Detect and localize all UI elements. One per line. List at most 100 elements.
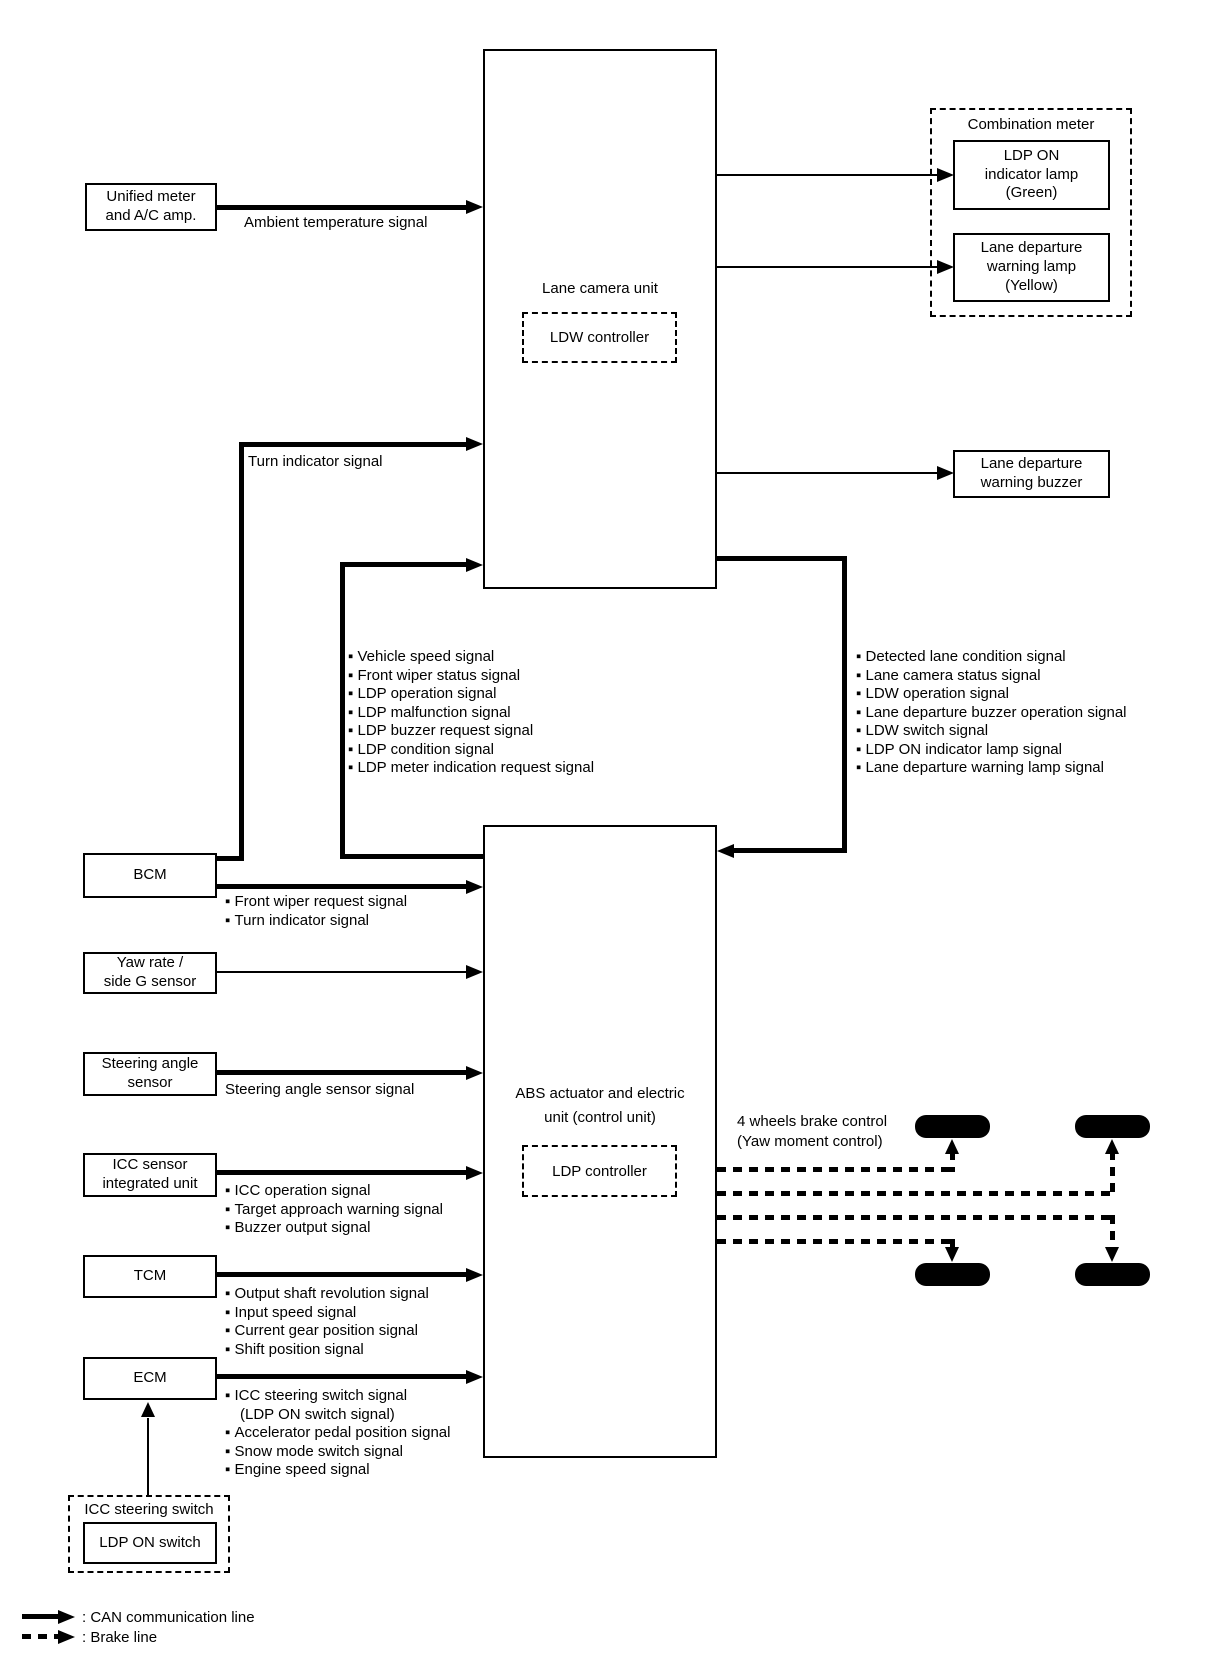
arrowhead-bcm	[466, 880, 483, 894]
can-line-steering	[217, 1070, 469, 1075]
arrowhead-wheel-front-right	[1105, 1139, 1119, 1154]
signal-item: LDP operation signal	[348, 685, 658, 704]
steering-angle-sensor-box: Steering angle sensor	[83, 1052, 217, 1096]
combination-meter-label: Combination meter	[967, 116, 1095, 133]
signal-item: Snow mode switch signal	[225, 1443, 495, 1462]
arrowhead-buzzer	[937, 466, 954, 480]
tcm-signal-list: Output shaft revolution signal Input spe…	[225, 1285, 485, 1359]
abs-actuator-box	[483, 825, 717, 1458]
abs-actuator-label: ABS actuator and electric unit (control …	[515, 1085, 685, 1126]
bcm-signal-list: Front wiper request signal Turn indicato…	[225, 893, 485, 930]
lane-camera-unit-label: Lane camera unit	[542, 280, 658, 297]
icc-steering-switch-label: ICC steering switch	[84, 1501, 214, 1518]
can-line-ecm	[217, 1374, 469, 1379]
legend-can-label: : CAN communication line	[82, 1609, 255, 1626]
bcm-box: BCM	[83, 853, 217, 898]
brake-line-1	[717, 1167, 955, 1172]
can-line-tcm	[217, 1272, 469, 1277]
signal-item: Input speed signal	[225, 1304, 485, 1323]
can-line-camera-to-abs-h	[717, 556, 847, 561]
signal-item: LDP meter indication request signal	[348, 759, 658, 778]
signal-item: ICC operation signal	[225, 1182, 485, 1201]
brake-line-3-v	[1110, 1215, 1115, 1248]
signal-item: LDP ON indicator lamp signal	[856, 741, 1186, 760]
can-line-ambient	[217, 205, 469, 210]
signal-item: LDP condition signal	[348, 741, 658, 760]
brake-line-2	[717, 1191, 1115, 1196]
can-line-camera-to-abs-h2	[734, 848, 847, 853]
can-line-turn-stub	[217, 856, 244, 861]
can-line-turn-vertical	[239, 442, 244, 861]
signal-item: Front wiper status signal	[348, 667, 658, 686]
legend-can-line	[22, 1614, 60, 1619]
wheel-front-left	[915, 1115, 990, 1138]
ldp-on-switch-box: LDP ON switch	[83, 1522, 217, 1564]
signal-item: Accelerator pedal position signal	[225, 1424, 495, 1443]
signal-item: Lane departure warning lamp signal	[856, 759, 1186, 778]
arrowhead-steering	[466, 1066, 483, 1080]
line-to-buzzer	[717, 472, 938, 474]
signal-item: Lane departure buzzer operation signal	[856, 704, 1186, 723]
can-line-turn-horizontal	[239, 442, 467, 447]
brake-line-1-v	[950, 1151, 955, 1172]
arrowhead-ecm	[466, 1370, 483, 1384]
signal-item: LDW operation signal	[856, 685, 1186, 704]
brake-line-3	[717, 1215, 1115, 1220]
yaw-rate-sensor-box: Yaw rate / side G sensor	[83, 952, 217, 994]
arrowhead-yaw-rate	[466, 965, 483, 979]
ambient-signal-label: Ambient temperature signal	[244, 214, 428, 231]
signal-item: Detected lane condition signal	[856, 648, 1186, 667]
legend-can-arrowhead	[58, 1610, 75, 1624]
ldp-on-indicator-lamp-box: LDP ON indicator lamp (Green)	[953, 140, 1110, 210]
ecm-signal-list: ICC steering switch signal (LDP ON switc…	[225, 1387, 495, 1480]
can-line-icc	[217, 1170, 469, 1175]
ldw-controller-box: LDW controller	[522, 312, 677, 363]
can-line-abs-to-camera-h2	[340, 854, 483, 859]
arrowhead-icc	[466, 1166, 483, 1180]
arrowhead-ambient	[466, 200, 483, 214]
line-to-ldp-on-lamp	[717, 174, 938, 176]
signal-item: Front wiper request signal	[225, 893, 485, 912]
signal-item: LDP buzzer request signal	[348, 722, 658, 741]
signal-item: Target approach warning signal	[225, 1201, 485, 1220]
arrowhead-wheel-rear-left	[945, 1247, 959, 1262]
wheel-rear-left	[915, 1263, 990, 1286]
signal-item: Lane camera status signal	[856, 667, 1186, 686]
steering-signal-label: Steering angle sensor signal	[225, 1081, 415, 1098]
tcm-box: TCM	[83, 1255, 217, 1298]
legend-brake-label: : Brake line	[82, 1629, 158, 1646]
ecm-box: ECM	[83, 1357, 217, 1400]
signal-item: ICC steering switch signal (LDP ON switc…	[225, 1387, 495, 1424]
signal-item: Current gear position signal	[225, 1322, 485, 1341]
brake-line-4	[717, 1239, 955, 1244]
wheels-brake-label: 4 wheels brake control (Yaw moment contr…	[737, 1113, 888, 1151]
lane-departure-warning-lamp-box: Lane departure warning lamp (Yellow)	[953, 233, 1110, 302]
brake-line-2-v	[1110, 1151, 1115, 1196]
line-to-warning-lamp	[717, 266, 938, 268]
arrowhead-camera-to-abs	[717, 844, 734, 858]
signal-item: Vehicle speed signal	[348, 648, 658, 667]
signal-item: Shift position signal	[225, 1341, 485, 1360]
line-ldp-on-switch	[147, 1418, 149, 1495]
line-yaw-rate	[217, 971, 469, 973]
signal-item: Turn indicator signal	[225, 912, 485, 931]
unified-meter-box: Unified meter and A/C amp.	[85, 183, 217, 231]
signal-item: Engine speed signal	[225, 1461, 495, 1480]
arrowhead-warning-lamp	[937, 260, 954, 274]
abs-to-camera-signal-list: Vehicle speed signal Front wiper status …	[348, 648, 658, 778]
signal-item: Output shaft revolution signal	[225, 1285, 485, 1304]
signal-item: LDW switch signal	[856, 722, 1186, 741]
arrowhead-abs-to-camera	[466, 558, 483, 572]
legend-brake-arrowhead	[58, 1630, 75, 1644]
wheel-front-right	[1075, 1115, 1150, 1138]
icc-signal-list: ICC operation signal Target approach war…	[225, 1182, 485, 1238]
can-line-abs-to-camera-h	[340, 562, 469, 567]
arrowhead-turn	[466, 437, 483, 451]
icc-sensor-box: ICC sensor integrated unit	[83, 1153, 217, 1197]
can-line-camera-to-abs-v	[842, 556, 847, 853]
ldp-controller-box: LDP controller	[522, 1145, 677, 1197]
can-line-bcm	[217, 884, 469, 889]
wheel-rear-right	[1075, 1263, 1150, 1286]
camera-to-abs-signal-list: Detected lane condition signal Lane came…	[856, 648, 1186, 778]
